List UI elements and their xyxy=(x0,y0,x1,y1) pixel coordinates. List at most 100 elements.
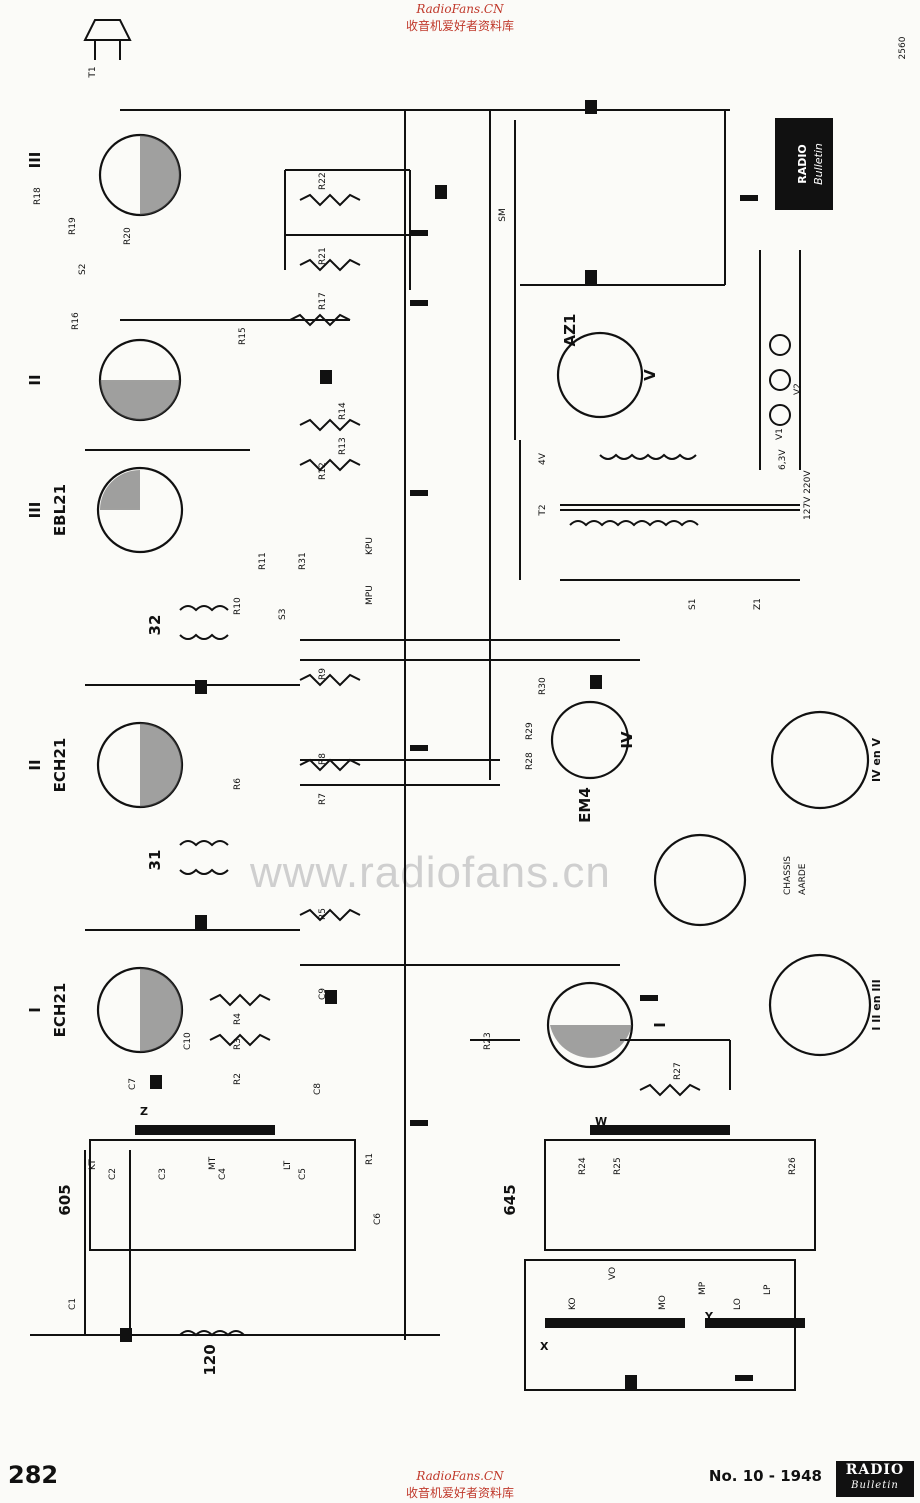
band-lo: LO xyxy=(733,1298,743,1310)
label-c7: C7 xyxy=(128,1078,138,1090)
watermark-bottom-en: RadioFans.CN xyxy=(416,1469,504,1483)
label-r22: R22 xyxy=(318,172,328,190)
label-c4: C4 xyxy=(218,1168,228,1180)
tube-5-roman: III xyxy=(26,152,44,169)
band-kt: KT xyxy=(88,1159,98,1170)
watermark-bottom: RadioFans.CN 收音机爱好者资料库 xyxy=(0,1469,920,1501)
lamp-v1: V1 xyxy=(775,428,785,440)
label-c5: C5 xyxy=(298,1168,308,1180)
watermark-top: RadioFans.CN 收音机爱好者资料库 xyxy=(0,2,920,34)
label-r7: R7 xyxy=(318,793,328,805)
heater-label: 6,3V xyxy=(778,449,788,470)
tube-4-roman: II xyxy=(26,374,44,385)
label-r14: R14 xyxy=(338,402,348,420)
ref-number: 2560 xyxy=(898,36,908,59)
label-r13: R13 xyxy=(338,437,348,455)
label-r27: R27 xyxy=(673,1062,683,1080)
page-number: 282 xyxy=(8,1461,59,1489)
tube-1-type: ECH21 xyxy=(51,983,69,1038)
label-r31: R31 xyxy=(298,552,308,570)
chassis-label: CHASSIS xyxy=(783,856,793,895)
lamp-v2: V2 xyxy=(793,383,803,395)
logo-top-line2: Bulletin xyxy=(812,143,825,185)
label-r2: R2 xyxy=(233,1073,243,1085)
label-r19: R19 xyxy=(68,217,78,235)
band-mo: MO xyxy=(658,1295,668,1310)
tube-3-roman: III xyxy=(26,502,44,519)
issue-label: No. 10 - 1948 xyxy=(708,1467,822,1485)
socket-label-lower: I II en III xyxy=(870,979,883,1030)
label-r5: R5 xyxy=(318,908,328,920)
tube-3-type: EBL21 xyxy=(51,484,69,536)
label-r8: R8 xyxy=(318,753,328,765)
label-r16: R16 xyxy=(71,312,81,330)
band-lt: LT xyxy=(283,1160,293,1170)
tube-2-type: ECH21 xyxy=(51,738,69,793)
tube-1-roman: I xyxy=(26,1007,44,1013)
label-c3: C3 xyxy=(158,1168,168,1180)
tube-7-roman: V xyxy=(641,369,659,381)
earth-label: AARDE xyxy=(798,863,808,895)
tube-6-type: EM4 xyxy=(576,787,594,823)
label-r12: R12 xyxy=(318,462,328,480)
switch-contact-x: X xyxy=(540,1340,549,1353)
label-c2: C2 xyxy=(108,1168,118,1180)
watermark-bottom-cn: 收音机爱好者资料库 xyxy=(405,1486,514,1500)
watermark-top-en: RadioFans.CN xyxy=(416,2,504,16)
coil-t2: T2 xyxy=(538,504,548,516)
coil-sm: SM xyxy=(498,208,508,221)
rect-heater-label: 4V xyxy=(538,452,548,465)
label-r1: R1 xyxy=(365,1153,375,1165)
label-r30: R30 xyxy=(538,677,548,695)
label-c8: C8 xyxy=(313,1083,323,1095)
label-r3: R3 xyxy=(233,1038,243,1050)
logo-bottom-line2: Bulletin xyxy=(851,1480,899,1491)
band-vo: VO xyxy=(608,1267,618,1280)
coil-120: 120 xyxy=(201,1344,219,1375)
label-r6: R6 xyxy=(233,778,243,790)
band-ko: KO xyxy=(568,1298,578,1311)
coil-31: 31 xyxy=(146,850,164,871)
switch-contact-z: Z xyxy=(140,1105,148,1118)
label-r17: R17 xyxy=(318,292,328,310)
label-r11: R11 xyxy=(258,552,268,570)
label-r24: R24 xyxy=(578,1157,588,1175)
label-c10: C10 xyxy=(183,1032,193,1050)
label-r20: R20 xyxy=(123,227,133,245)
label-c9: C9 xyxy=(318,988,328,1000)
switch-contact-y: Y xyxy=(704,1310,714,1323)
switch-contact-w: W xyxy=(595,1115,607,1128)
label-c1: C1 xyxy=(68,1298,78,1310)
watermark-top-cn: 收音机爱好者资料库 xyxy=(405,19,514,33)
watermark-center: www.radiofans.cn xyxy=(250,848,611,897)
label-r15: R15 xyxy=(238,327,248,345)
switch-s1: S1 xyxy=(688,599,698,610)
coil-645: 645 xyxy=(501,1184,519,1215)
label-r25: R25 xyxy=(613,1157,623,1175)
coil-32: 32 xyxy=(146,615,164,636)
label-r4: R4 xyxy=(233,1013,243,1025)
tube-8-roman: I xyxy=(651,1022,669,1028)
label-r21: R21 xyxy=(318,247,328,265)
tube-7-type: AZ1 xyxy=(561,314,579,347)
socket-label-upper: IV en V xyxy=(870,737,883,782)
input-kpu: KPU xyxy=(365,537,375,555)
mains-label: 127V 220V xyxy=(803,470,813,520)
band-mp: MP xyxy=(698,1281,708,1295)
tube-2-roman: II xyxy=(26,759,44,770)
label-r10: R10 xyxy=(233,597,243,615)
switch-s3: S3 xyxy=(278,609,288,620)
band-lp: LP xyxy=(763,1284,773,1295)
band-mt: MT xyxy=(208,1156,218,1170)
label-r26: R26 xyxy=(788,1157,798,1175)
tube-6-roman: IV xyxy=(618,731,636,749)
logo-top-line1: RADIO xyxy=(796,144,809,184)
switch-z1: Z1 xyxy=(753,598,763,610)
label-c6: C6 xyxy=(373,1213,383,1225)
input-mpu: MPU xyxy=(365,585,375,605)
label-r23: R23 xyxy=(483,1032,493,1050)
label-r28: R28 xyxy=(525,752,535,770)
label-r9: R9 xyxy=(318,668,328,680)
logo-bottom-line1: RADIO xyxy=(845,1462,905,1478)
